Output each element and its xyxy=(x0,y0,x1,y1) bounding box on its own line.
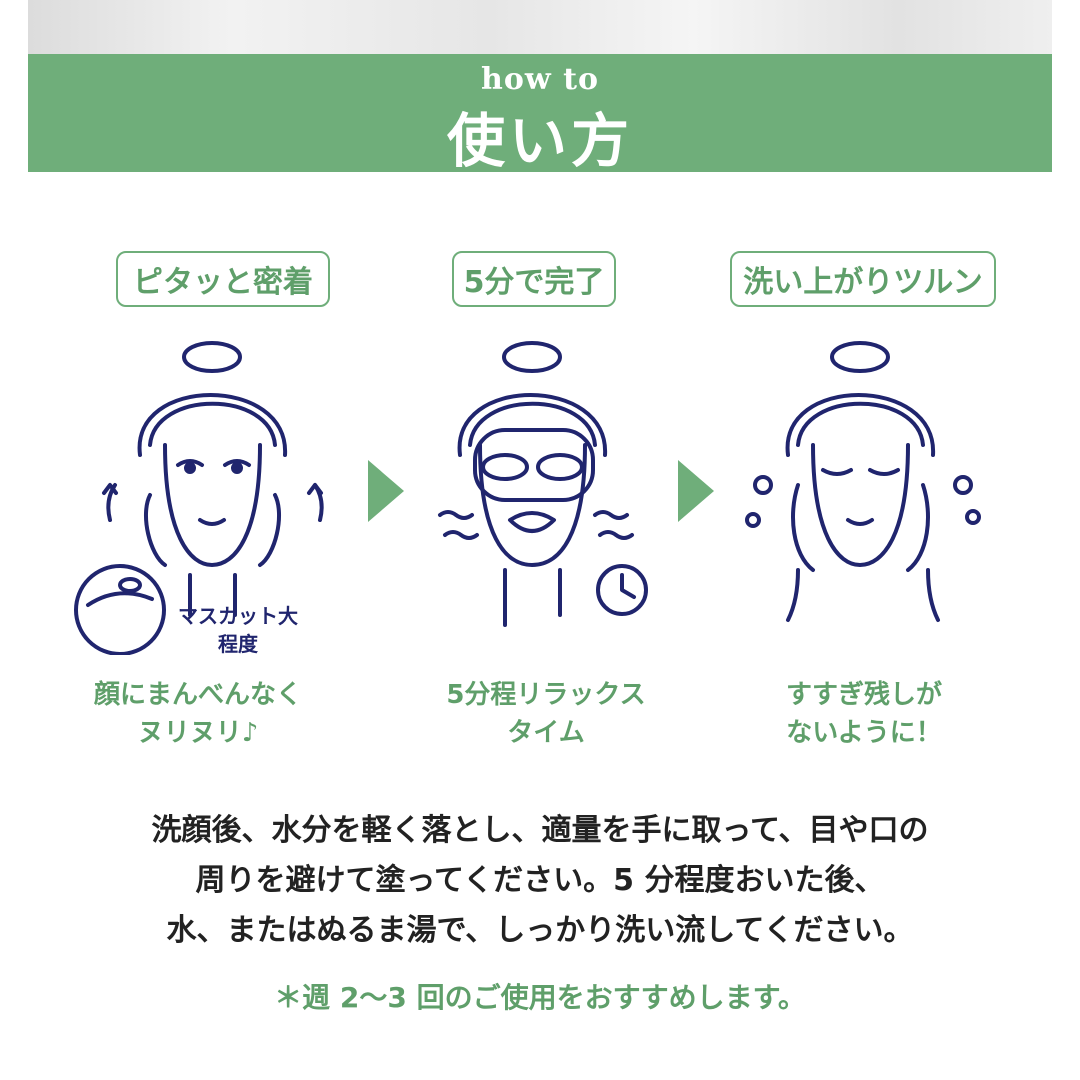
frequency-note: ＊週 2〜3 回のご使用をおすすめします。 xyxy=(274,981,806,1014)
step-3-caption: すすぎ残しが ないように！ xyxy=(704,676,1024,752)
description-line2: 周りを避けて塗ってください。5 分程度おいた後、 xyxy=(195,863,885,898)
step-1-caption: 顔にまんべんなく ヌリヌリ♪ xyxy=(38,676,358,752)
amount-note-line2: 程度 xyxy=(218,632,258,656)
face-rinsing-illustration xyxy=(745,341,981,622)
header-banner: how to 使い方 xyxy=(28,54,1052,175)
amount-note: マスカット大 程度 xyxy=(168,602,308,658)
usage-description: 洗顔後、水分を軽く落とし、適量を手に取って、目や口の 周りを避けて塗ってください… xyxy=(0,806,1080,956)
step-2-label: 5分で完了 xyxy=(452,251,616,307)
arrow-right-icon xyxy=(368,460,404,522)
amount-note-line1: マスカット大 xyxy=(178,604,298,628)
face-applying-mask-illustration xyxy=(74,341,324,655)
face-with-mask-illustration xyxy=(438,341,648,627)
step-1-caption-line1: 顔にまんべんなく xyxy=(93,680,302,710)
description-line1: 洗顔後、水分を軽く落とし、適量を手に取って、目や口の xyxy=(151,813,929,848)
page-title: 使い方 xyxy=(446,107,633,175)
step-2-caption: 5分程リラックス タイム xyxy=(386,676,706,752)
arrow-right-icon xyxy=(678,460,714,522)
step-3-label: 洗い上がりツルン xyxy=(730,251,996,307)
top-foam-texture xyxy=(28,0,1052,54)
step-2-caption-line1: 5分程リラックス xyxy=(446,680,646,710)
step-1-caption-line2: ヌリヌリ♪ xyxy=(137,718,259,748)
header-subtitle: how to xyxy=(481,62,599,97)
step-1-label: ピタッと密着 xyxy=(116,251,330,307)
step-3-caption-line1: すすぎ残しが xyxy=(785,680,942,710)
step-2-caption-line2: タイム xyxy=(507,718,585,748)
description-line3: 水、またはぬるま湯で、しっかり洗い流してください。 xyxy=(166,913,914,948)
step-3-caption-line2: ないように！ xyxy=(786,718,942,748)
